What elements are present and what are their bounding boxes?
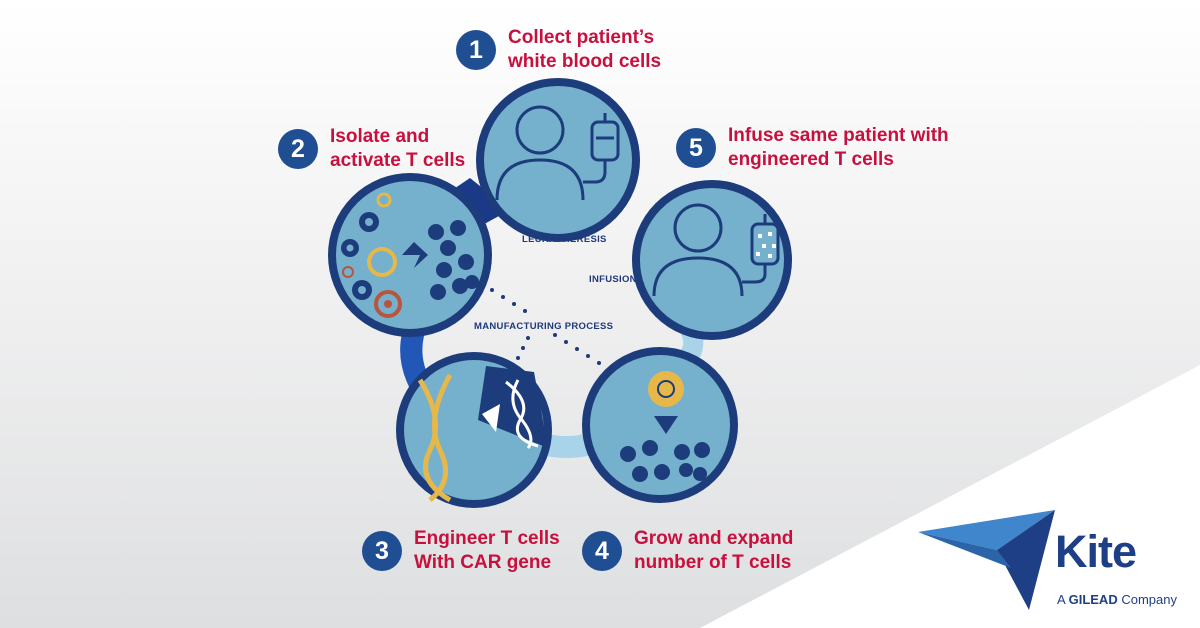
dna-icon xyxy=(417,373,453,503)
patient-icon xyxy=(495,105,585,201)
tagline-prefix: A xyxy=(1057,592,1065,607)
kite-tagline: A GILEAD Company xyxy=(1057,592,1177,607)
step-3-line1: Engineer T cells xyxy=(414,528,560,549)
step-4-line2: number of T cells xyxy=(634,552,792,573)
step-number-badge: 2 xyxy=(278,129,318,169)
step-2-text: Isolate and activate T cells xyxy=(330,125,465,173)
step-number-badge: 1 xyxy=(456,30,496,70)
step-5-line2: engineered T cells xyxy=(728,149,894,170)
step-number-badge: 4 xyxy=(582,531,622,571)
step-1-text: Collect patient’s white blood cells xyxy=(508,26,661,74)
iv-bag-icon xyxy=(742,214,780,284)
tagline-brand: GILEAD xyxy=(1068,592,1118,607)
iv-bag-icon xyxy=(583,113,620,184)
step-3: 3 Engineer T cells With CAR gene xyxy=(362,527,560,575)
step-3-line2: With CAR gene xyxy=(414,552,552,573)
step-number-badge: 5 xyxy=(676,128,716,168)
step-1-line2: white blood cells xyxy=(508,51,662,72)
dna-small-icon xyxy=(505,379,539,449)
kite-logo-icon xyxy=(918,510,1055,610)
tagline-suffix: Company xyxy=(1121,592,1177,607)
step-1-line1: Collect patient’s xyxy=(508,27,655,48)
step-2-line2: activate T cells xyxy=(330,150,466,171)
circle-leukapheresis xyxy=(476,78,640,242)
step-5-line1: Infuse same patient with xyxy=(728,125,949,146)
kite-wordmark: Kite xyxy=(1055,526,1137,577)
patient-icon xyxy=(652,203,744,297)
leukapheresis-label: LEUKAPHERESIS xyxy=(522,234,607,245)
cell-icons-right xyxy=(428,220,479,300)
step-5-text: Infuse same patient with engineered T ce… xyxy=(728,124,949,172)
circle-infusion xyxy=(632,180,792,340)
step-1: 1 Collect patient’s white blood cells xyxy=(456,26,661,74)
step-5: 5 Infuse same patient with engineered T … xyxy=(676,124,949,172)
step-2-line1: Isolate and xyxy=(330,126,430,147)
circle-isolate-activate xyxy=(328,173,492,337)
kite-logo: Kite A GILEAD Company xyxy=(915,510,1185,620)
step-4-text: Grow and expand number of T cells xyxy=(634,527,793,575)
manufacturing-process-label: MANUFACTURING PROCESS xyxy=(474,321,614,332)
circle-engineer xyxy=(396,352,552,508)
step-number-badge: 3 xyxy=(362,531,402,571)
step-4-line1: Grow and expand xyxy=(634,528,794,549)
infusion-label: INFUSION xyxy=(589,274,637,285)
arrow-icon xyxy=(482,404,500,432)
cell-icons xyxy=(620,440,710,482)
down-arrow-icon xyxy=(654,416,678,434)
arrow-icon xyxy=(402,242,428,268)
step-2: 2 Isolate and activate T cells xyxy=(278,125,465,173)
circle-grow-expand xyxy=(582,347,738,503)
cell-icons-left xyxy=(341,192,402,318)
step-3-text: Engineer T cells With CAR gene xyxy=(414,527,560,575)
step-4: 4 Grow and expand number of T cells xyxy=(582,527,793,575)
